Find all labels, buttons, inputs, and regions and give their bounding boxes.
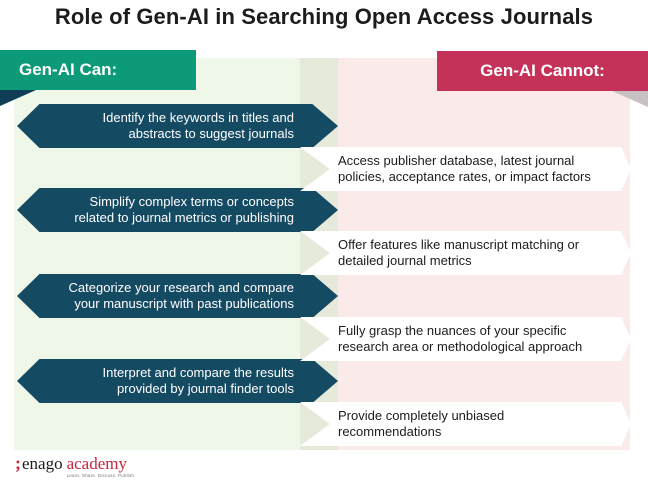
can-item-line: Simplify complex terms or concepts	[89, 194, 294, 209]
can-header: Gen-AI Can:	[0, 50, 196, 90]
can-item-text: Categorize your research and compare you…	[69, 280, 294, 312]
cannot-item-line: detailed journal metrics	[338, 253, 472, 268]
cannot-header-fold	[612, 91, 648, 107]
can-item: Identify the keywords in titles and abst…	[17, 104, 338, 148]
can-item-text: Simplify complex terms or concepts relat…	[74, 194, 294, 226]
cannot-item: Fully grasp the nuances of your specific…	[300, 317, 631, 361]
enago-academy-logo: ; enago academy Learn. Share. Discuss. P…	[15, 453, 136, 479]
cannot-item-text: Fully grasp the nuances of your specific…	[338, 323, 582, 355]
can-header-fold	[0, 90, 36, 106]
cannot-item-text: Access publisher database, latest journa…	[338, 153, 591, 185]
logo-tagline: Learn. Share. Discuss. Publish.	[66, 473, 136, 478]
cannot-item-line: Provide completely unbiased	[338, 408, 505, 423]
cannot-item-text: Provide completely unbiased recommendati…	[338, 408, 504, 440]
cannot-item: Provide completely unbiased recommendati…	[300, 402, 631, 446]
can-item-text: Identify the keywords in titles and abst…	[103, 110, 295, 142]
can-item: Interpret and compare the results provid…	[17, 359, 338, 403]
can-item-line: provided by journal finder tools	[116, 381, 294, 396]
can-item-line: related to journal metrics or publishing	[74, 210, 294, 225]
logo-academy: academy	[66, 454, 127, 473]
can-item-line: Interpret and compare the results	[102, 365, 295, 380]
can-item: Categorize your research and compare you…	[17, 274, 338, 318]
logo-brand: enago	[22, 454, 63, 473]
cannot-header: Gen-AI Cannot:	[437, 51, 648, 91]
can-item-line: abstracts to suggest journals	[128, 126, 294, 141]
page-title: Role of Gen-AI in Searching Open Access …	[54, 4, 594, 29]
cannot-item-line: Offer features like manuscript matching …	[338, 237, 580, 252]
cannot-item-text: Offer features like manuscript matching …	[338, 237, 579, 269]
can-item-line: your manuscript with past publications	[74, 296, 294, 311]
cannot-item-line: Fully grasp the nuances of your specific	[338, 323, 567, 338]
can-item-text: Interpret and compare the results provid…	[103, 365, 295, 397]
cannot-item-line: research area or methodological approach	[338, 339, 583, 354]
can-item-line: Identify the keywords in titles and	[102, 110, 295, 125]
can-item-line: Categorize your research and compare	[68, 280, 294, 295]
cannot-item-line: policies, acceptance rates, or impact fa…	[338, 169, 591, 184]
cannot-item: Access publisher database, latest journa…	[300, 147, 631, 191]
cannot-item-line: recommendations	[338, 424, 442, 439]
can-item: Simplify complex terms or concepts relat…	[17, 188, 338, 232]
cannot-item-line: Access publisher database, latest journa…	[338, 153, 575, 168]
logo-mark-icon: ;	[15, 453, 21, 473]
cannot-item: Offer features like manuscript matching …	[300, 231, 631, 275]
logo-academy-block: academy Learn. Share. Discuss. Publish.	[66, 454, 136, 479]
